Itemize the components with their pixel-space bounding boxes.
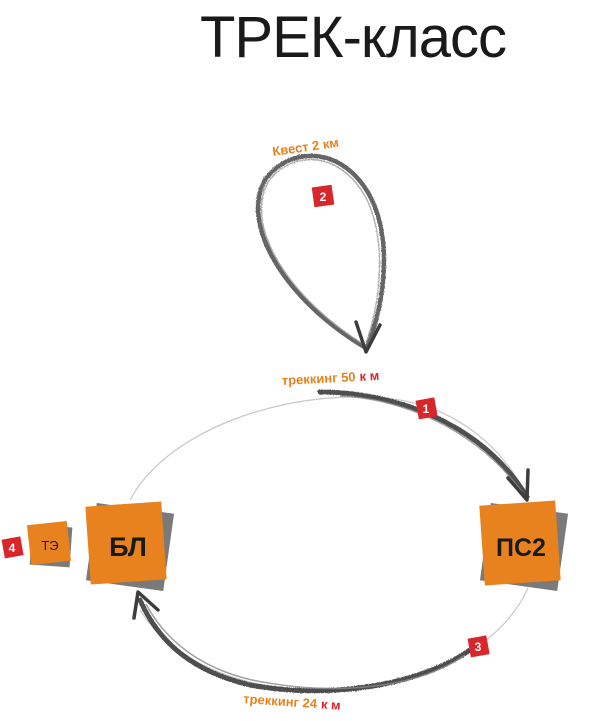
svg-text:2: 2: [320, 190, 327, 204]
arrowhead-icon: [354, 320, 382, 354]
trekking-50-route: [129, 389, 530, 501]
arrowhead-icon: [132, 590, 160, 620]
node-bl: БЛ: [85, 501, 175, 592]
node-te-label: ТЭ: [41, 538, 58, 553]
node-te: ТЭ: [27, 521, 73, 568]
node-bl-label: БЛ: [109, 532, 147, 562]
node-ps2: ПС2: [479, 500, 569, 592]
trekking-24-route: [137, 587, 529, 694]
arrowhead-icon: [506, 468, 530, 502]
marker-4: 4: [1, 536, 24, 559]
quest-loop: [255, 153, 387, 351]
page-title: ТРЕК-класс: [200, 5, 507, 70]
node-ps2-label: ПС2: [496, 534, 546, 562]
marker-1: 1: [415, 397, 438, 420]
svg-text:1: 1: [423, 402, 430, 416]
svg-text:4: 4: [9, 541, 16, 555]
marker-3: 3: [467, 635, 490, 658]
marker-2: 2: [311, 184, 335, 208]
svg-text:3: 3: [475, 640, 482, 654]
